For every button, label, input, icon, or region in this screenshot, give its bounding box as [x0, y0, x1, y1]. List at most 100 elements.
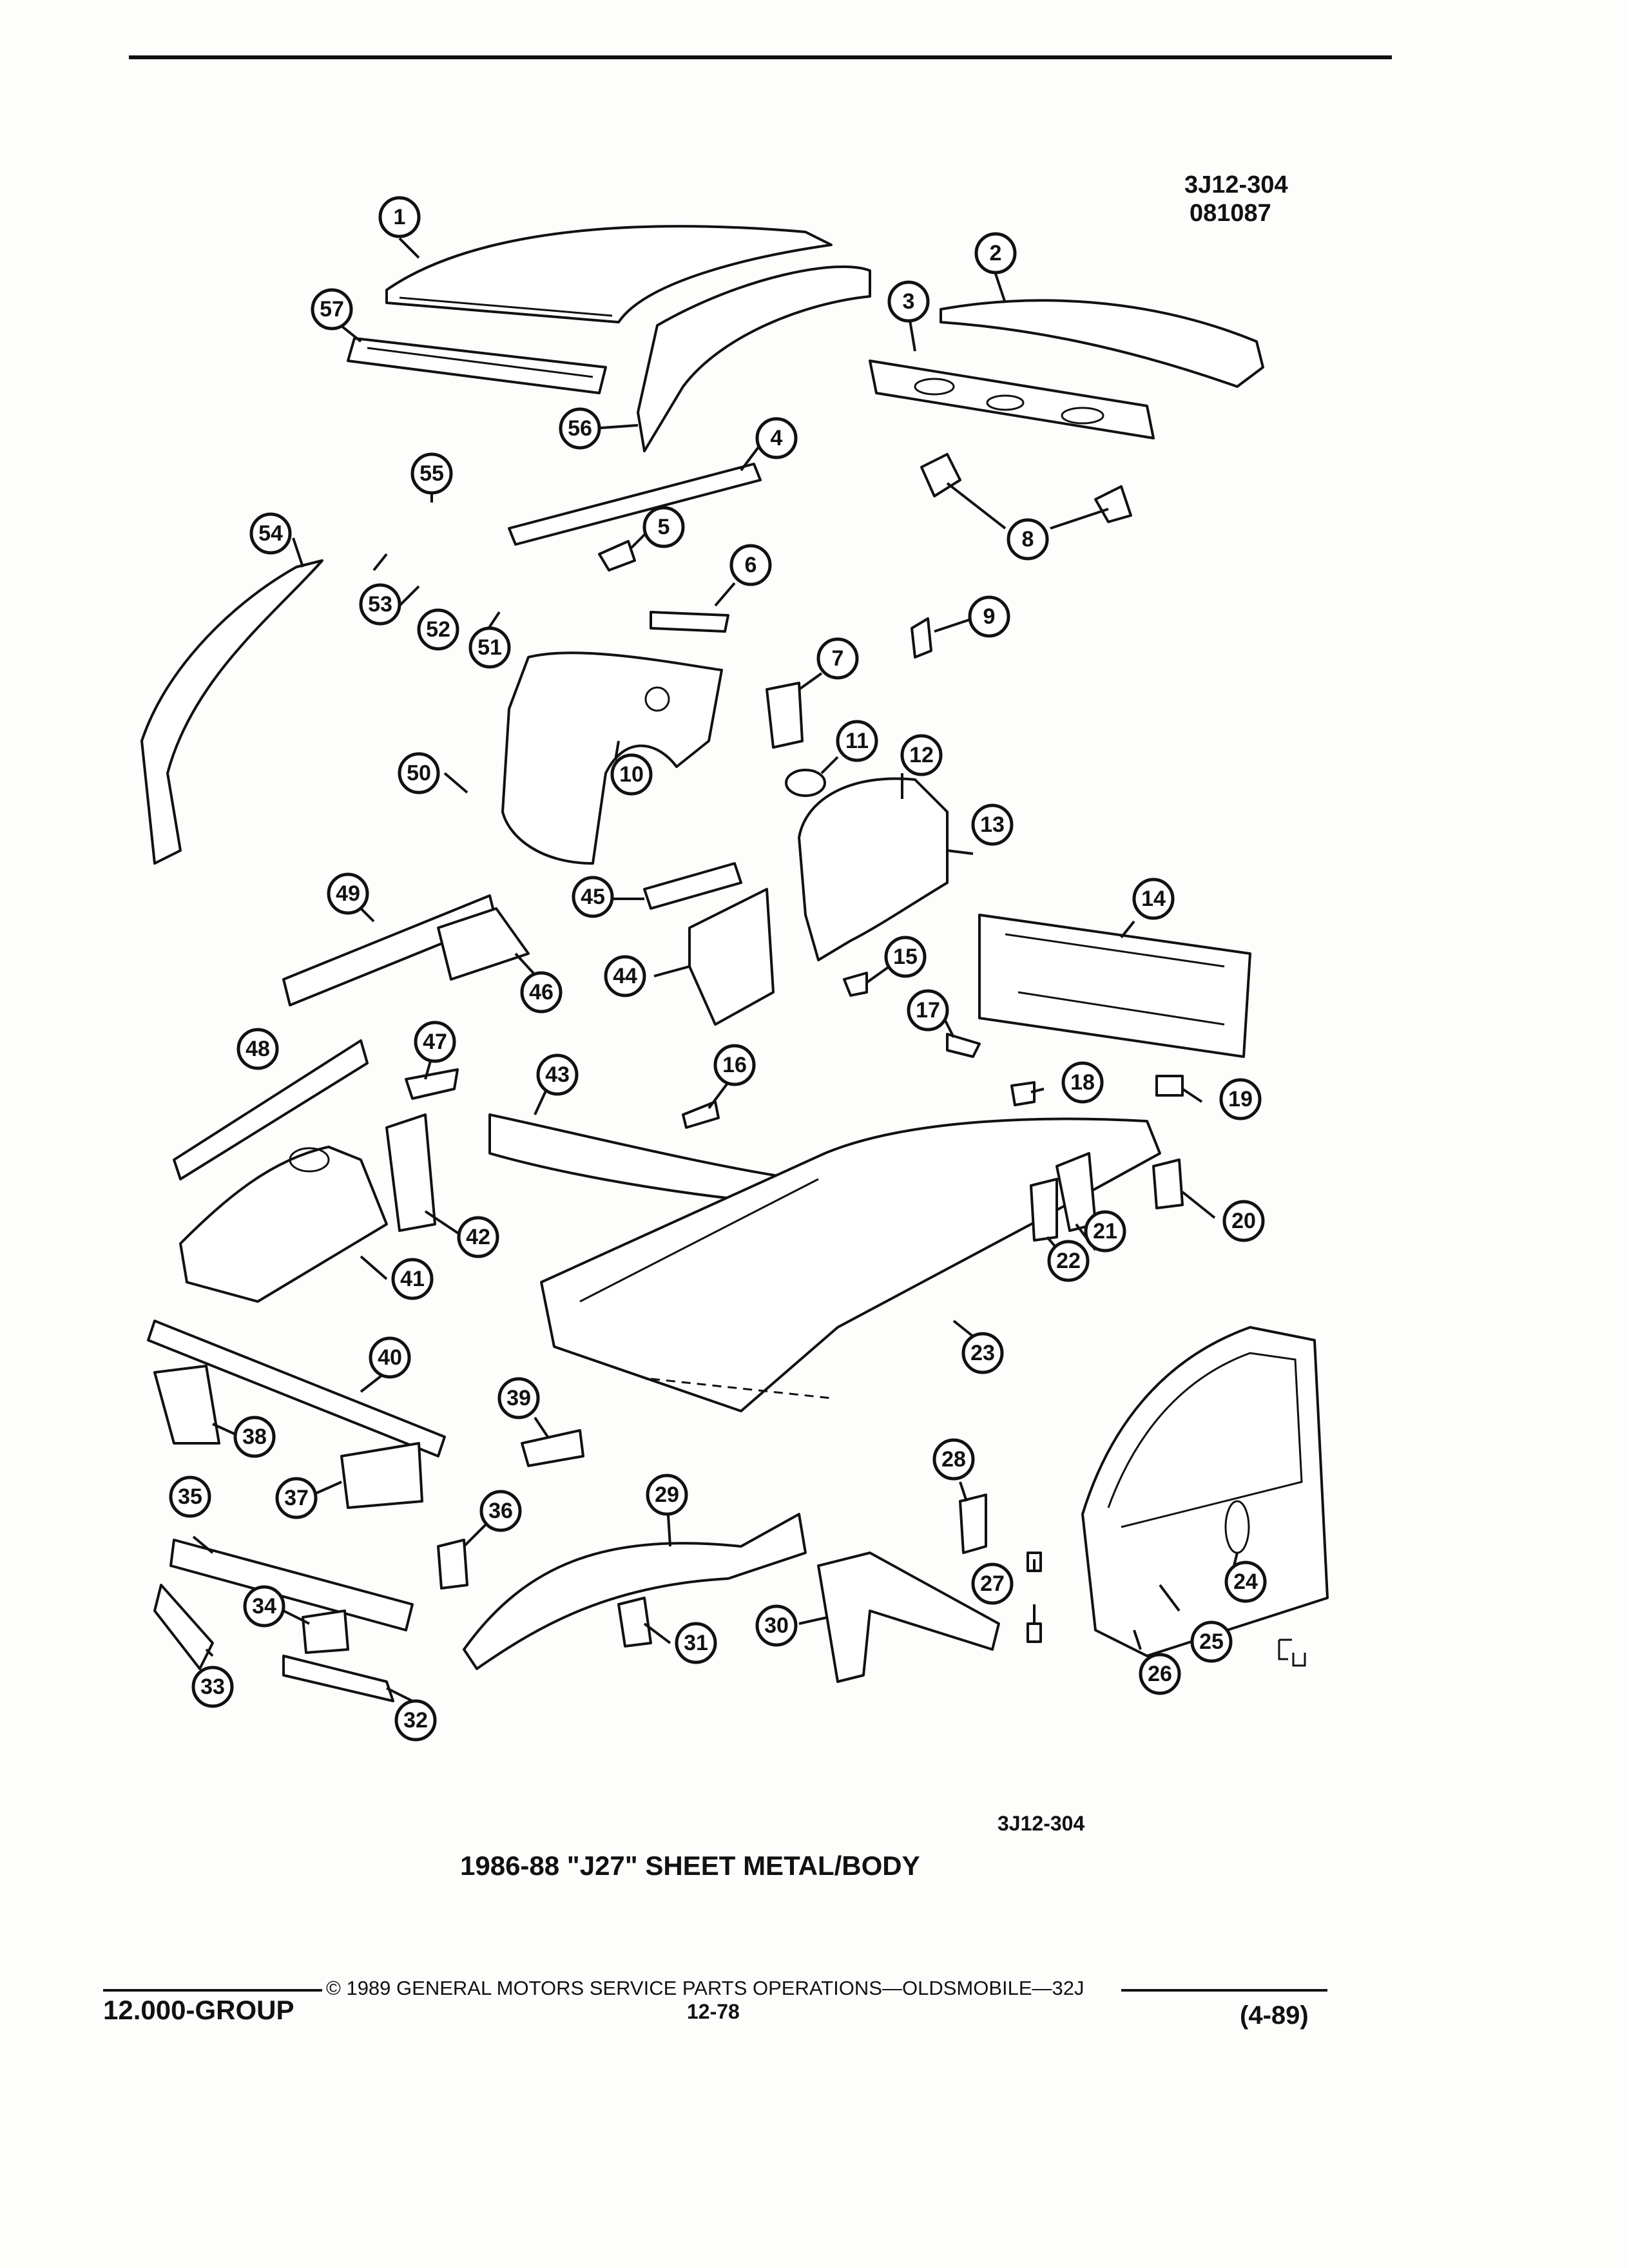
footer-group: 12.000-GROUP	[103, 1995, 294, 2025]
callout-23: 23	[961, 1332, 1004, 1374]
svg-text:10: 10	[619, 762, 644, 787]
svg-text:45: 45	[581, 885, 605, 909]
svg-text:44: 44	[613, 964, 637, 988]
panel-22	[1030, 1178, 1058, 1242]
upper-reinforcement	[508, 463, 762, 546]
svg-text:7: 7	[832, 646, 844, 671]
rocker-48	[173, 1039, 369, 1180]
panel-45	[643, 862, 742, 910]
door-assembly	[1081, 1326, 1329, 1657]
callout-5: 5	[642, 506, 685, 548]
svg-text:42: 42	[466, 1225, 490, 1249]
svg-text:57: 57	[320, 297, 344, 322]
svg-text:28: 28	[941, 1447, 966, 1472]
svg-text:55: 55	[419, 461, 444, 486]
callout-27: 27	[971, 1562, 1014, 1605]
quarter-panel	[501, 651, 723, 865]
svg-text:24: 24	[1233, 1570, 1258, 1594]
bracket-38	[153, 1365, 220, 1445]
callout-1: 1	[378, 196, 421, 238]
bracket-28	[959, 1494, 987, 1554]
bracket-7	[766, 682, 804, 749]
callout-markers: 1 2 3 4 5 6 7 8 9 10 11 12 13 14 15 16 1…	[169, 196, 1267, 1742]
svg-text:2: 2	[990, 241, 1002, 265]
svg-text:38: 38	[242, 1425, 267, 1449]
callout-20: 20	[1222, 1200, 1265, 1242]
svg-text:27: 27	[980, 1571, 1005, 1596]
bracket-31	[617, 1597, 652, 1648]
svg-text:23: 23	[970, 1341, 995, 1365]
callout-53: 53	[359, 583, 401, 626]
callout-9: 9	[968, 595, 1010, 638]
bracket-27b	[1027, 1622, 1042, 1643]
gm-logo	[1278, 1639, 1306, 1667]
svg-text:6: 6	[745, 553, 757, 577]
bracket-30	[817, 1552, 1000, 1683]
callout-29: 29	[646, 1474, 688, 1516]
svg-text:26: 26	[1148, 1662, 1172, 1686]
bracket-34	[302, 1610, 349, 1654]
callout-39: 39	[497, 1377, 540, 1419]
windshield-pillar	[140, 559, 323, 865]
svg-text:15: 15	[893, 945, 918, 969]
callout-51: 51	[468, 626, 511, 669]
svg-text:54: 54	[258, 521, 283, 546]
bracket-16	[682, 1100, 720, 1129]
callout-34: 34	[243, 1585, 285, 1628]
frame-rail	[463, 1513, 807, 1670]
panel-44	[688, 888, 775, 1026]
rail-40	[147, 1320, 446, 1457]
svg-text:18: 18	[1070, 1070, 1095, 1095]
grommet-11	[785, 769, 826, 797]
callout-2: 2	[974, 232, 1017, 274]
callout-12: 12	[900, 734, 943, 776]
rail-35	[169, 1539, 414, 1631]
callout-36: 36	[479, 1490, 522, 1532]
callout-22: 22	[1047, 1240, 1090, 1282]
callout-33: 33	[191, 1666, 234, 1708]
svg-text:35: 35	[178, 1485, 202, 1509]
callout-4: 4	[755, 417, 798, 459]
panel-42	[385, 1113, 436, 1232]
footer-copyright: © 1989 GENERAL MOTORS SERVICE PARTS OPER…	[326, 1977, 1084, 1999]
svg-text:9: 9	[983, 604, 996, 629]
svg-text:37: 37	[284, 1486, 309, 1510]
callout-6: 6	[729, 544, 772, 586]
callout-10: 10	[610, 753, 653, 796]
bracket-47	[405, 1068, 459, 1100]
callout-25: 25	[1190, 1620, 1233, 1663]
callout-11: 11	[836, 720, 878, 762]
caption-code: 3J12-304	[998, 1812, 1085, 1835]
svg-text:47: 47	[423, 1030, 447, 1054]
footer-rule-left	[103, 1989, 322, 1992]
callout-18: 18	[1061, 1061, 1104, 1104]
callout-41: 41	[391, 1258, 434, 1300]
footer-page-number: 12-78	[687, 2000, 740, 2023]
callout-19: 19	[1219, 1078, 1262, 1120]
svg-text:16: 16	[722, 1053, 747, 1077]
callout-38: 38	[233, 1416, 276, 1458]
bracket-19	[1155, 1075, 1184, 1097]
callout-24: 24	[1224, 1561, 1267, 1603]
svg-text:19: 19	[1228, 1087, 1253, 1111]
svg-text:41: 41	[400, 1267, 425, 1291]
callout-54: 54	[249, 512, 292, 555]
bracket-36	[437, 1539, 468, 1590]
callout-37: 37	[275, 1477, 318, 1519]
bracket-37	[340, 1442, 423, 1509]
svg-text:21: 21	[1093, 1219, 1117, 1244]
floor-pan	[540, 1117, 1161, 1412]
callout-15: 15	[884, 936, 927, 978]
svg-text:25: 25	[1199, 1629, 1224, 1654]
front-roof-rail	[347, 337, 607, 394]
svg-text:1: 1	[394, 205, 406, 229]
callout-17: 17	[907, 989, 949, 1032]
svg-text:49: 49	[336, 881, 360, 906]
caption-title: 1986-88 "J27" SHEET METAL/BODY	[460, 1850, 920, 1881]
svg-text:4: 4	[771, 426, 783, 450]
svg-text:56: 56	[568, 416, 592, 441]
svg-text:11: 11	[845, 729, 869, 753]
bracket-20	[1152, 1158, 1184, 1209]
